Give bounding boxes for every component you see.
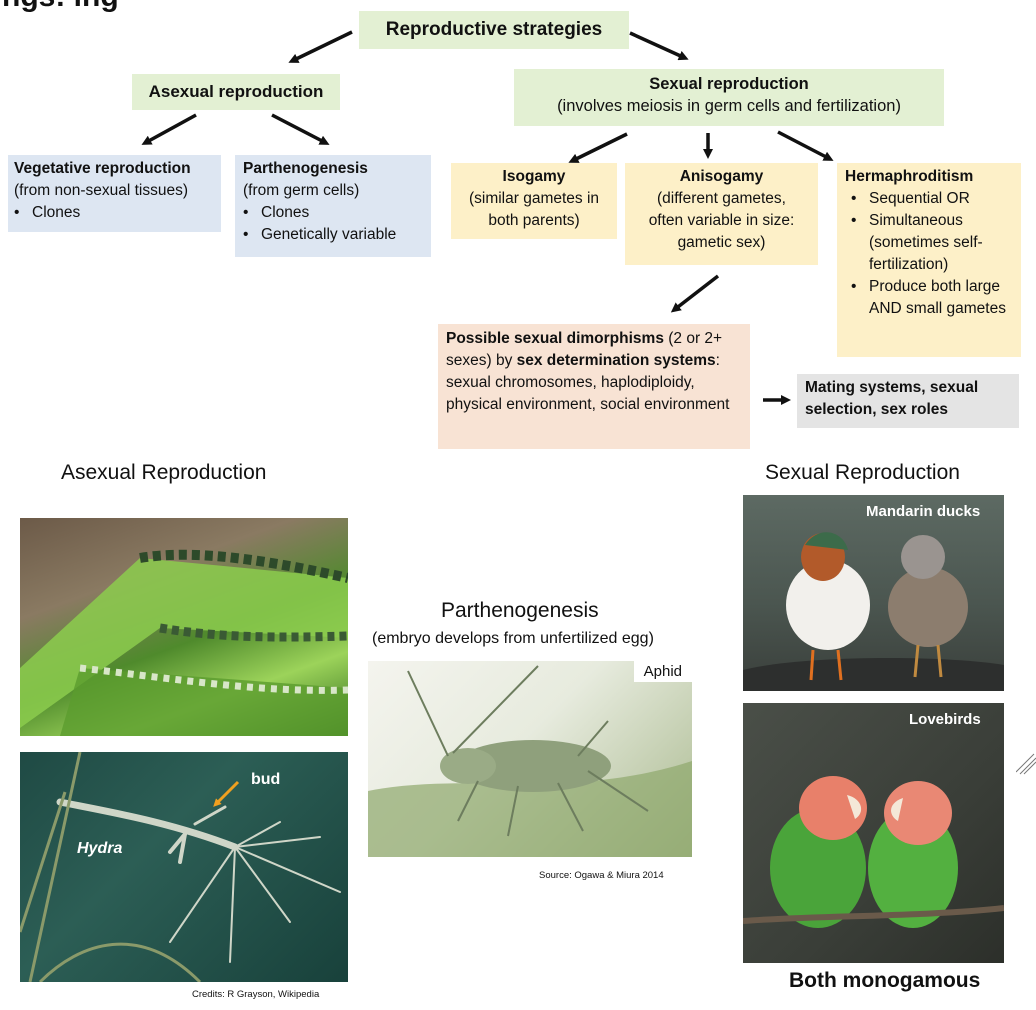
root-box: Reproductive strategies [359,11,629,49]
isogamy-line: (similar gametes in [468,190,600,207]
mandarin-image [743,532,1004,691]
asexual-heading: Asexual Reproduction [61,461,267,484]
bullet-item: Simultaneous (sometimes self-fertilizati… [851,210,1013,276]
mandarin-label: Mandarin ducks [866,503,981,520]
isogamy-line: both parents) [488,212,580,229]
vegetative-title: Vegetative reproduction [14,160,191,177]
arrow-anisogamy-dimorphism [670,274,720,313]
anisogamy-line: gametic sex) [677,234,766,251]
bullet-item: Produce both large AND small gametes [851,276,1013,320]
dimorphism-text-2: : sexual chromosomes, haplodiploidy, phy… [446,352,730,413]
dimorphism-bold-2: sex determination systems [516,352,716,369]
vegetative-box: Vegetative reproduction (from non-sexual… [8,155,221,232]
mating-box: Mating systems, sexual selection, sex ro… [797,374,1019,428]
hydra-credit: Credits: R Grayson, Wikipedia [192,989,320,1000]
asexual-box: Asexual reproduction [132,74,340,110]
bud-label: bud [251,771,281,788]
sexual-box: Sexual reproduction (involves meiosis in… [514,69,944,126]
hydra-label: Hydra [77,840,123,857]
parthenogenesis-heading: Parthenogenesis [441,599,599,622]
aphid-image [368,665,692,857]
vegetative-bullets: Clones [14,202,215,224]
dimorphism-bold-1: Possible sexual dimorphisms [446,330,664,347]
arrow-root-asexual [288,30,353,63]
parthenogenesis-subheading: (embryo develops from unfertilized egg) [372,630,654,647]
anisogamy-line: (different gametes, [657,190,786,207]
lovebirds-label: Lovebirds [909,711,981,728]
bullet-item: Clones [243,202,423,224]
mandarin-photo: Mandarin ducks [743,495,1004,691]
aphid-photo: Aphid [368,661,692,857]
parthenogenesis-title: Parthenogenesis [243,160,368,177]
lovebirds-photo: Lovebirds [743,703,1004,963]
sexual-subtitle: (involves meiosis in germ cells and fert… [557,97,901,115]
hermaphroditism-bullets: Sequential OR Simultaneous (sometimes se… [845,188,1013,320]
kalanchoe-image [20,549,348,736]
aphid-credit: Source: Ogawa & Miura 2014 [539,870,664,881]
vegetative-line: (from non-sexual tissues) [14,182,189,199]
arrow-root-sexual [629,31,689,61]
bullet-item: Genetically variable [243,224,423,246]
kalanchoe-photo [20,518,348,736]
parthenogenesis-bullets: Clones Genetically variable [243,202,423,246]
anisogamy-box: Anisogamy (different gametes, often vari… [625,163,818,265]
footer-caption: Both monogamous [789,969,981,992]
hermaphroditism-title: Hermaphroditism [845,168,974,185]
isogamy-title: Isogamy [502,168,566,185]
edge-decoration [1016,753,1036,775]
partial-title: ngs: ing [2,0,119,14]
arrow-asexual-vegetative [141,113,197,145]
sexual-title: Sexual reproduction [649,75,809,93]
arrow-sexual-hermaphroditism [777,130,834,161]
sexual-heading: Sexual Reproduction [765,461,960,484]
arrow-sexual-isogamy [568,132,628,163]
hermaphroditism-box: Hermaphroditism Sequential OR Simultaneo… [837,163,1021,357]
parthenogenesis-box: Parthenogenesis (from germ cells) Clones… [235,155,431,257]
parthenogenesis-line: (from germ cells) [243,182,360,199]
diagram-arrows [141,30,834,405]
bullet-item: Clones [14,202,215,224]
lovebirds-image [743,776,1004,928]
anisogamy-title: Anisogamy [679,168,764,185]
hydra-photo [20,752,348,982]
arrow-asexual-parthenogenesis [271,113,330,145]
isogamy-box: Isogamy (similar gametes in both parents… [451,163,617,239]
hydra-image [20,752,341,982]
dimorphism-text-1: (2 or 2+ sexes) by [446,330,723,369]
aphid-label: Aphid [633,661,692,682]
dimorphism-box: Possible sexual dimorphisms (2 or 2+ sex… [438,324,750,449]
bullet-item: Sequential OR [851,188,1013,210]
anisogamy-line: often variable in size: [648,212,795,229]
